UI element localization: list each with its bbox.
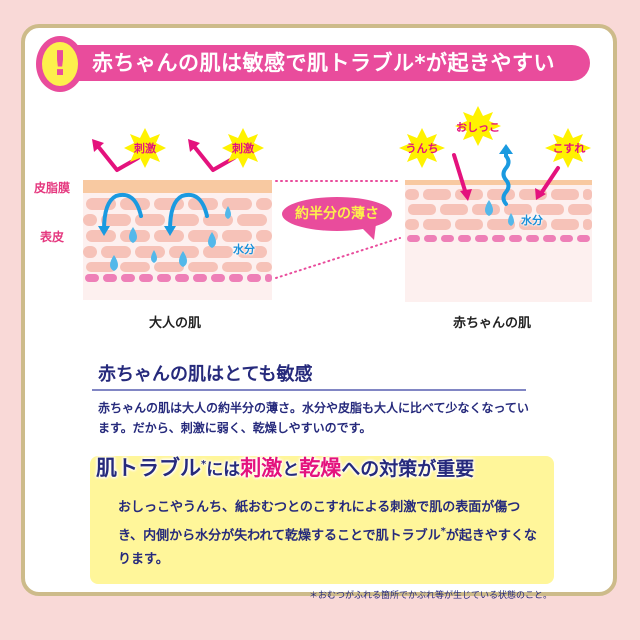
section-heading: 赤ちゃんの肌はとても敏感 (98, 364, 313, 385)
section-paragraph: 赤ちゃんの肌は大人の約半分の薄さ。水分や皮脂も大人に比べて少なくなっています。だ… (98, 401, 529, 435)
exclamation-icon: ! (42, 42, 78, 86)
highlight-body: おしっこやうんち、紙おむつとのこすれによる刺激で肌の表面が傷つき、内側から水分が… (118, 500, 537, 568)
adult-skin-caption: 大人の肌 (149, 316, 202, 331)
thickness-comparison-bubble: 約半分の薄さ (282, 197, 392, 231)
heading-divider (92, 389, 526, 391)
baby-skin-caption: 赤ちゃんの肌 (453, 316, 532, 331)
adult-moisture-label: 水分 (233, 243, 255, 256)
title-banner: 赤ちゃんの肌は敏感で肌トラブル*が起きやすい ! (36, 36, 592, 92)
banner-bar (76, 45, 590, 81)
banner-title: 赤ちゃんの肌は敏感で肌トラブル*が起きやすい (92, 51, 555, 75)
footnote: ＊おむつがふれる箇所でかぶれ等が生じている状態のこと。 (308, 591, 552, 601)
label-epidermis: 表皮 (40, 230, 65, 244)
highlight-box (90, 456, 554, 584)
label-sebum: 皮脂膜 (34, 181, 71, 195)
highlight-heading: 肌トラブル*には刺激と乾燥への対策が重要 (96, 456, 475, 480)
baby-moisture-label: 水分 (521, 214, 543, 227)
alert-badge: ! (36, 36, 84, 92)
